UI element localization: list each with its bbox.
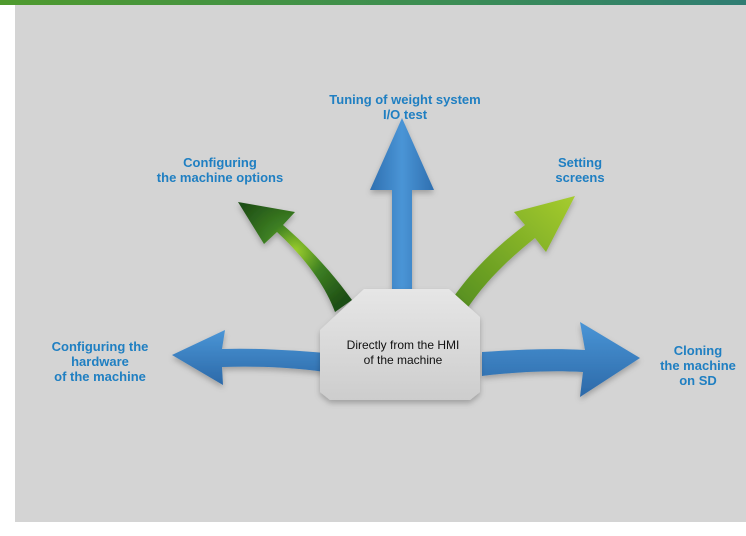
center-hub — [320, 289, 480, 400]
branch-label-right: Cloning the machine on SD — [660, 343, 736, 388]
arrow-upper-left — [238, 202, 352, 312]
center-hub-label: Directly from the HMI of the machine — [346, 338, 460, 367]
arrow-up-top — [370, 118, 434, 290]
branch-label-upper-left: Configuring the machine options — [156, 155, 284, 185]
branch-label-top: Tuning of weight system I/O test — [329, 92, 481, 122]
arrow-left — [172, 330, 325, 385]
top-accent-bar — [0, 0, 746, 5]
branch-label-upper-right: Setting screens — [555, 155, 605, 185]
branch-label-left: Configuring the hardware of the machine — [51, 339, 149, 384]
diagram-panel — [15, 5, 746, 522]
arrow-upper-right — [448, 196, 575, 315]
arrow-right — [482, 322, 640, 397]
